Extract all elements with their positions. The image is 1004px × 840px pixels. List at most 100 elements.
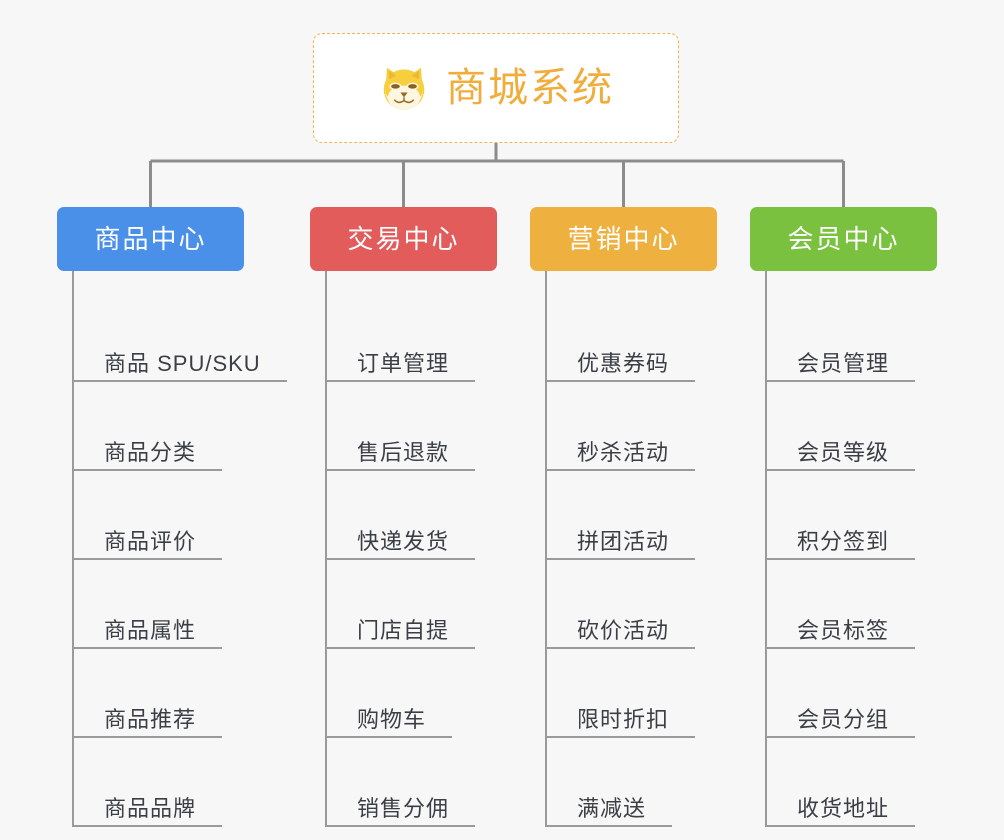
- leaf-inner: 商品 SPU/SKU: [72, 351, 287, 382]
- leaf-underline: [545, 647, 696, 649]
- leaf-item[interactable]: 商品分类: [57, 382, 244, 471]
- leaf-label: 拼团活动: [577, 529, 670, 554]
- leaf-item[interactable]: 购物车: [310, 649, 497, 738]
- leaf-list-trade-center: 订单管理售后退款快递发货门店自提购物车销售分佣: [310, 271, 497, 827]
- leaf-label: 购物车: [357, 707, 427, 732]
- leaf-list-member-center: 会员管理会员等级积分签到会员标签会员分组收货地址: [750, 271, 937, 827]
- leaf-underline: [765, 736, 916, 738]
- leaf-item[interactable]: 拼团活动: [530, 471, 717, 560]
- leaf-label: 商品属性: [104, 618, 197, 643]
- leaf-underline: [72, 380, 287, 382]
- leaf-label: 会员等级: [797, 440, 890, 465]
- leaf-item[interactable]: 会员分组: [750, 649, 937, 738]
- leaf-underline: [325, 647, 476, 649]
- leaf-underline: [545, 469, 696, 471]
- leaf-underline: [765, 558, 916, 560]
- leaf-label: 秒杀活动: [577, 440, 670, 465]
- leaf-inner: 商品品牌: [72, 798, 223, 827]
- leaf-inner: 商品属性: [72, 618, 223, 649]
- leaf-inner: 会员标签: [765, 618, 916, 649]
- leaf-label: 会员标签: [797, 618, 890, 643]
- column-spine: [545, 271, 547, 827]
- leaf-inner: 快递发货: [325, 529, 476, 560]
- category-column-trade-center: 交易中心订单管理售后退款快递发货门店自提购物车销售分佣: [310, 207, 497, 827]
- root-node[interactable]: 商城系统: [313, 33, 679, 143]
- leaf-underline: [325, 558, 476, 560]
- category-column-marketing-center: 营销中心优惠券码秒杀活动拼团活动砍价活动限时折扣满减送: [530, 207, 717, 827]
- leaf-inner: 销售分佣: [325, 796, 476, 827]
- root-title: 商城系统: [446, 66, 614, 110]
- leaf-item[interactable]: 销售分佣: [310, 738, 497, 827]
- leaf-item[interactable]: 秒杀活动: [530, 382, 717, 471]
- leaf-underline: [325, 825, 476, 827]
- category-header-product-center[interactable]: 商品中心: [57, 207, 244, 271]
- leaf-item[interactable]: 收货地址: [750, 738, 937, 827]
- category-header-trade-center[interactable]: 交易中心: [310, 207, 497, 271]
- leaf-item[interactable]: 会员管理: [750, 293, 937, 382]
- column-spine: [765, 271, 767, 827]
- leaf-item[interactable]: 优惠券码: [530, 293, 717, 382]
- leaf-underline: [545, 380, 696, 382]
- leaf-label: 快递发货: [357, 529, 450, 554]
- leaf-underline: [545, 736, 696, 738]
- leaf-underline: [765, 825, 916, 827]
- leaf-item[interactable]: 快递发货: [310, 471, 497, 560]
- column-spine: [72, 271, 74, 827]
- leaf-item[interactable]: 会员等级: [750, 382, 937, 471]
- category-column-product-center: 商品中心商品 SPU/SKU 商品分类商品评价商品属性商品推荐商品品牌: [57, 207, 287, 827]
- leaf-inner: 商品推荐: [72, 707, 223, 738]
- leaf-inner: 限时折扣: [545, 707, 696, 738]
- leaf-underline: [765, 469, 916, 471]
- leaf-underline: [72, 825, 223, 827]
- leaf-inner: 满减送: [545, 796, 673, 827]
- leaf-underline: [72, 647, 223, 649]
- leaf-label: 商品 SPU/SKU: [104, 351, 261, 376]
- leaf-item[interactable]: 砍价活动: [530, 560, 717, 649]
- leaf-underline: [72, 736, 223, 738]
- leaf-item[interactable]: 商品 SPU/SKU: [57, 293, 287, 382]
- category-column-member-center: 会员中心会员管理会员等级积分签到会员标签会员分组收货地址: [750, 207, 937, 827]
- category-header-marketing-center[interactable]: 营销中心: [530, 207, 717, 271]
- leaf-item[interactable]: 门店自提: [310, 560, 497, 649]
- leaf-inner: 砍价活动: [545, 618, 696, 649]
- leaf-label: 订单管理: [357, 351, 450, 376]
- leaf-label: 售后退款: [357, 440, 450, 465]
- leaf-label: 销售分佣: [357, 796, 450, 821]
- category-label: 会员中心: [787, 224, 900, 254]
- leaf-underline: [765, 380, 916, 382]
- category-header-member-center[interactable]: 会员中心: [750, 207, 937, 271]
- category-label: 营销中心: [567, 224, 680, 254]
- leaf-inner: 积分签到: [765, 529, 916, 560]
- leaf-label: 砍价活动: [577, 618, 670, 643]
- leaf-inner: 购物车: [325, 707, 453, 738]
- leaf-item[interactable]: 商品评价: [57, 471, 244, 560]
- leaf-item[interactable]: 商品属性: [57, 560, 244, 649]
- leaf-underline: [545, 825, 673, 827]
- leaf-label: 收货地址: [797, 796, 890, 821]
- leaf-label: 积分签到: [797, 529, 890, 554]
- leaf-inner: 门店自提: [325, 620, 476, 649]
- leaf-list-product-center: 商品 SPU/SKU 商品分类商品评价商品属性商品推荐商品品牌: [57, 271, 287, 827]
- leaf-underline: [545, 558, 696, 560]
- leaf-label: 商品推荐: [104, 707, 197, 732]
- leaf-label: 商品分类: [104, 440, 197, 465]
- leaf-item[interactable]: 商品品牌: [57, 738, 244, 827]
- leaf-item[interactable]: 限时折扣: [530, 649, 717, 738]
- leaf-item[interactable]: 会员标签: [750, 560, 937, 649]
- leaf-label: 满减送: [577, 796, 647, 821]
- column-spine: [325, 271, 327, 827]
- leaf-item[interactable]: 售后退款: [310, 382, 497, 471]
- leaf-item[interactable]: 商品推荐: [57, 649, 244, 738]
- leaf-item[interactable]: 积分签到: [750, 471, 937, 560]
- leaf-inner: 拼团活动: [545, 529, 696, 560]
- leaf-inner: 售后退款: [325, 440, 476, 471]
- leaf-item[interactable]: 订单管理: [310, 293, 497, 382]
- shiba-dog-icon: [383, 67, 425, 110]
- leaf-inner: 收货地址: [765, 796, 916, 827]
- leaf-item[interactable]: 满减送: [530, 738, 717, 827]
- leaf-underline: [72, 469, 223, 471]
- leaf-underline: [72, 558, 223, 560]
- leaf-label: 限时折扣: [577, 707, 670, 732]
- category-label: 商品中心: [94, 224, 207, 254]
